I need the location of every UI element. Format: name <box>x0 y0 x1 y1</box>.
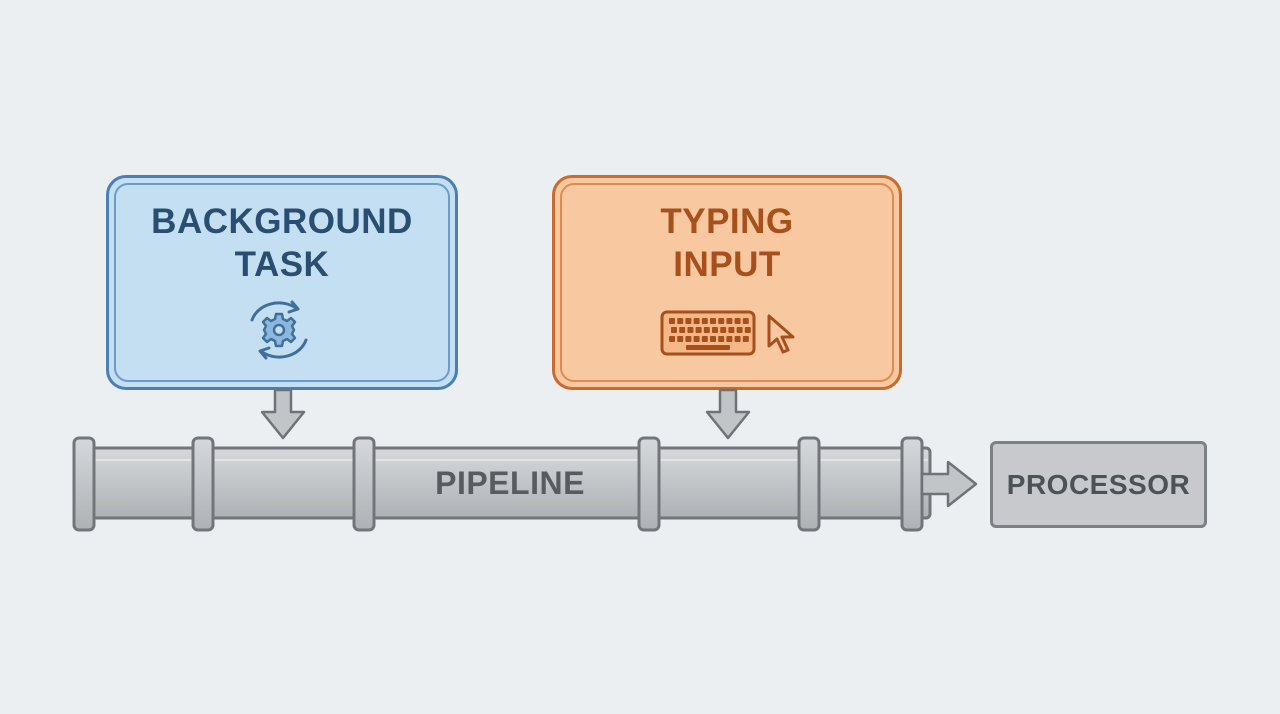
typing-input-title-line-1: TYPING <box>660 202 794 241</box>
gear-sync-icon <box>250 300 308 360</box>
pipeline-label: PIPELINE <box>435 465 585 501</box>
background-task-title: BACKGROUND TASK <box>106 200 458 286</box>
keyboard-icon <box>660 310 756 356</box>
typing-input-title: TYPING INPUT <box>552 200 902 286</box>
typing-input-box <box>552 175 902 390</box>
processor-label: PROCESSOR <box>1006 468 1191 500</box>
cursor-arrow-icon <box>767 314 795 354</box>
background-task-title-line-1: BACKGROUND <box>151 202 413 241</box>
processor-box: PROCESSOR <box>990 441 1207 528</box>
background-task-box <box>106 175 458 390</box>
typing-input-arrow <box>705 388 751 440</box>
background-task-title-line-2: TASK <box>234 245 330 284</box>
typing-input-title-line-2: INPUT <box>673 245 781 284</box>
pipeline <box>72 436 978 532</box>
background-task-arrow <box>260 388 306 440</box>
